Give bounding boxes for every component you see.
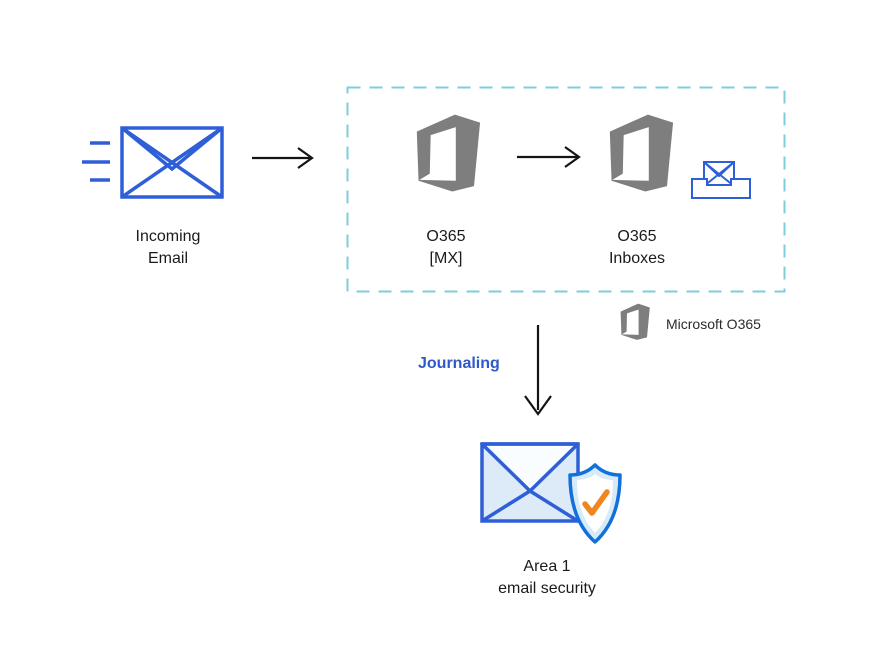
o365-inboxes-logo-icon: [609, 114, 674, 192]
area1-label: Area 1 email security: [498, 558, 596, 597]
envelope-flap: [120, 126, 224, 172]
inbox-icon: [691, 161, 751, 199]
arrow-right-icon: [517, 146, 581, 168]
incoming-email-icon: [82, 126, 224, 199]
o365-mx-label: O365 [MX]: [426, 228, 466, 267]
o365-boundary-box: [346, 86, 786, 293]
journaling-label: Journaling: [418, 355, 500, 372]
checkmark-icon: [582, 489, 610, 516]
o365-mx-logo-icon: [416, 114, 481, 192]
arrow-down-icon: [524, 325, 552, 416]
o365-inboxes-label: O365 Inboxes: [608, 228, 666, 267]
arrow-right-icon: [252, 147, 314, 169]
envelope-icon: [480, 442, 580, 523]
incoming-email-label: Incoming Email: [135, 228, 201, 267]
microsoft-o365-legend-label: Microsoft O365: [666, 316, 761, 332]
microsoft-o365-legend-icon: [620, 303, 650, 340]
shield-check-icon: [568, 463, 622, 544]
area1-email-security-icon: [480, 442, 622, 544]
